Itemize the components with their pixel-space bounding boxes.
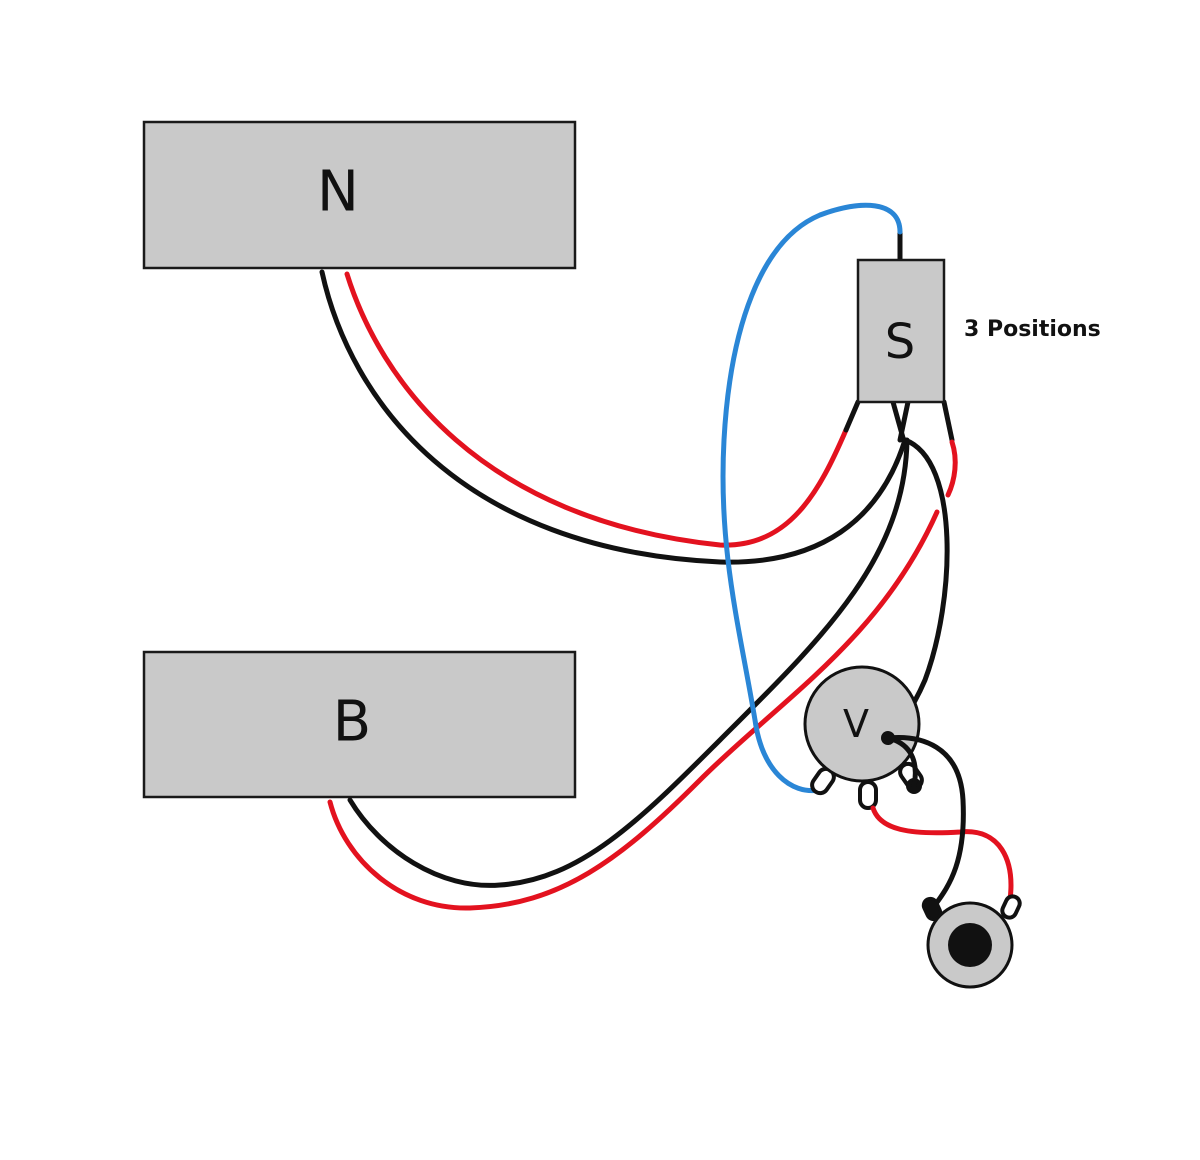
neck-pickup: N — [142, 120, 577, 270]
volume-pot-label: V — [843, 702, 869, 746]
pot-center-solder — [881, 731, 895, 745]
neck-pickup-label: N — [317, 160, 359, 225]
jack-socket — [948, 923, 992, 967]
pot-to-jack-hot-wire — [870, 805, 1014, 903]
switch-note: 3 Positions — [964, 317, 1101, 342]
bridge-pickup-label: B — [333, 690, 371, 755]
switch-label: S — [885, 314, 915, 370]
bridge-hot-wire — [327, 509, 940, 911]
selector-switch: S — [856, 258, 946, 404]
switch-terminal-right — [941, 399, 955, 443]
switch-body — [856, 258, 946, 404]
neck-pickup-body — [142, 120, 577, 270]
pot-lug-middle — [858, 780, 878, 810]
switch-right-red-stub — [945, 439, 958, 498]
bridge-ground-wire — [347, 437, 910, 888]
switch-terminal-mid-b — [897, 399, 911, 443]
volume-pot: V — [803, 665, 921, 783]
neck-hot-wire — [344, 271, 849, 548]
switch-terminal-left — [843, 399, 861, 433]
volume-pot-body — [803, 665, 921, 783]
pot-to-jack-ground-wire — [885, 735, 966, 908]
bridge-pickup: B — [142, 650, 577, 799]
output-jack — [921, 894, 1022, 989]
switch-output-wire — [720, 202, 903, 794]
bridge-pickup-body — [142, 650, 577, 799]
jack-lug-right — [1000, 894, 1022, 920]
neck-ground-wire — [319, 269, 908, 565]
